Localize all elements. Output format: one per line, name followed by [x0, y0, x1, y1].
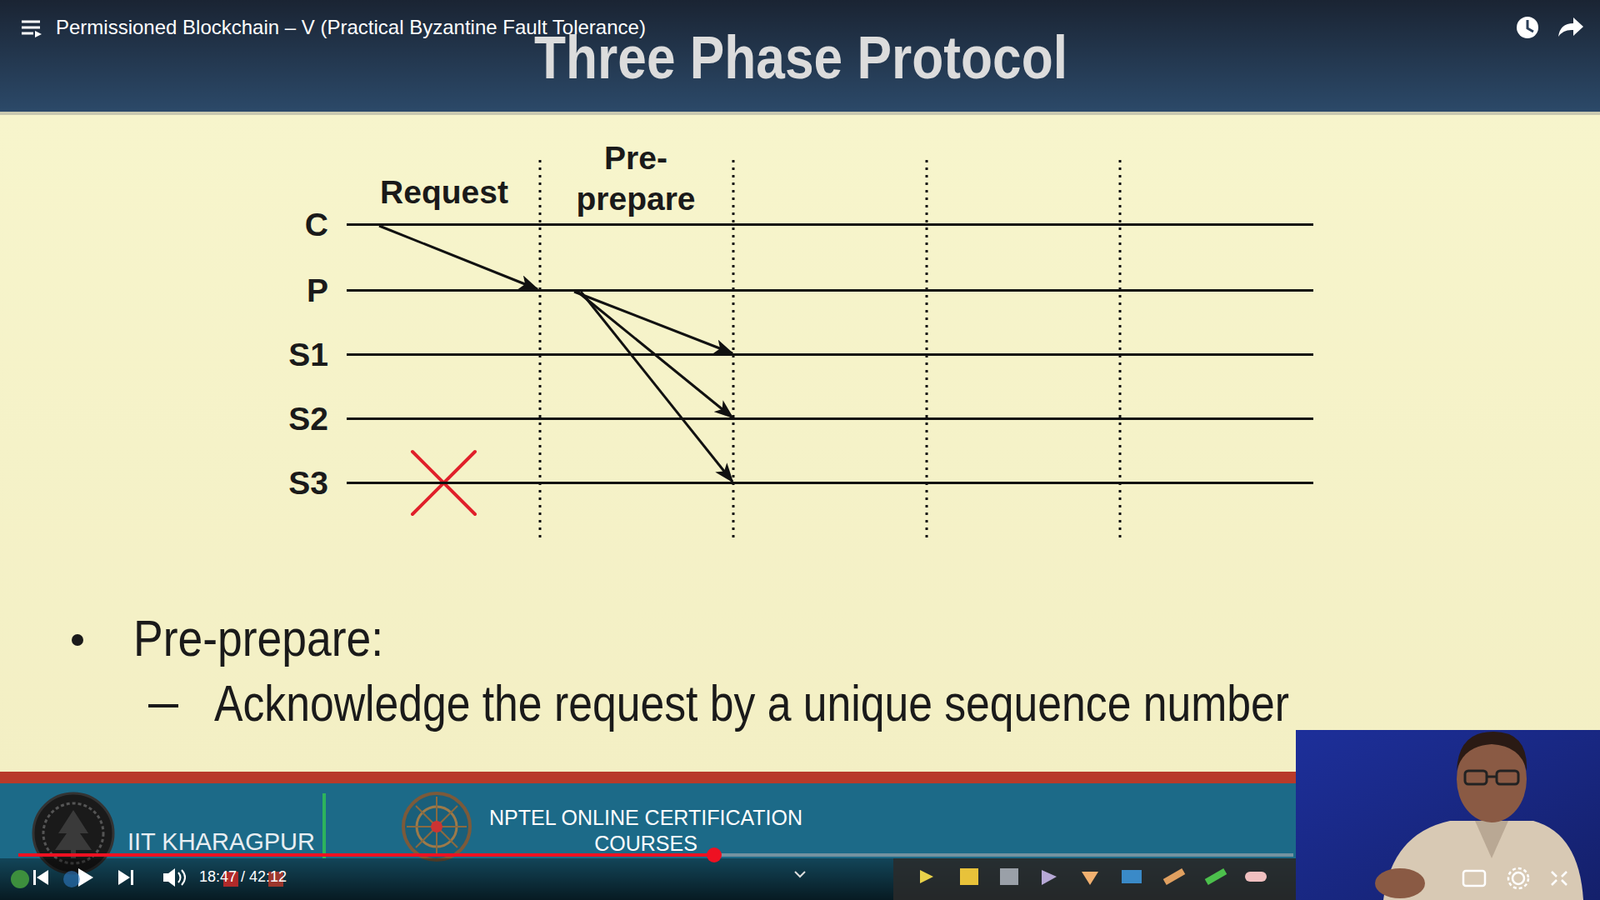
logo-separator: [322, 793, 326, 859]
annotation-toolbar: [893, 858, 1296, 900]
timeline: S2: [346, 417, 1314, 420]
video-time: 18:47 / 42:12: [199, 868, 287, 887]
timeline: S3: [346, 481, 1314, 485]
phase-divider: [540, 160, 1120, 542]
toolbar-icons: [920, 868, 1267, 885]
institute-name: IIT KHARAGPUR: [127, 827, 315, 857]
presenter: [1375, 731, 1584, 900]
play-mini: [35, 30, 42, 38]
share-icon: [1558, 17, 1584, 37]
webcam-frame: [1295, 730, 1600, 900]
message-arrow: [574, 291, 733, 354]
replica-label: S1: [288, 338, 329, 371]
header-bar: [0, 0, 1600, 115]
phase-label: Pre- prepare: [544, 138, 728, 220]
bullet-dot: [71, 634, 84, 646]
bullet-text: Acknowledge the request by a unique sequ…: [214, 673, 1290, 733]
menu-icon: [21, 21, 40, 34]
header-edge: [0, 111, 1600, 115]
bullet-heading: Pre-prepare:: [133, 608, 384, 668]
replica-label: S2: [288, 402, 329, 435]
replica-label: P: [306, 274, 329, 307]
player-buttons: [33, 868, 185, 887]
control-bar: [0, 858, 1296, 900]
slide-ground: [0, 114, 1600, 775]
message-arrow: [379, 225, 538, 290]
timeline: C: [346, 223, 1314, 226]
message-arrow: [580, 291, 733, 482]
clock-icon: [1516, 16, 1539, 39]
replica-label: C: [305, 208, 329, 241]
player-right-icons: [1463, 868, 1567, 889]
phase-label: Request: [360, 175, 528, 211]
taskbar-icon: [63, 870, 80, 888]
chevron: [795, 871, 805, 877]
timeline: S1: [346, 353, 1314, 356]
progress-knob: [706, 847, 722, 863]
course-name: NPTEL ONLINE CERTIFICATION COURSES: [483, 805, 809, 858]
taskbar-icon: [10, 870, 30, 889]
timeline: P: [346, 289, 1314, 292]
video-title: Permissioned Blockchain – V (Practical B…: [55, 15, 646, 40]
nptel-logo: [403, 793, 470, 860]
bullet-dash: [148, 704, 179, 708]
replica-label: S3: [288, 466, 329, 500]
